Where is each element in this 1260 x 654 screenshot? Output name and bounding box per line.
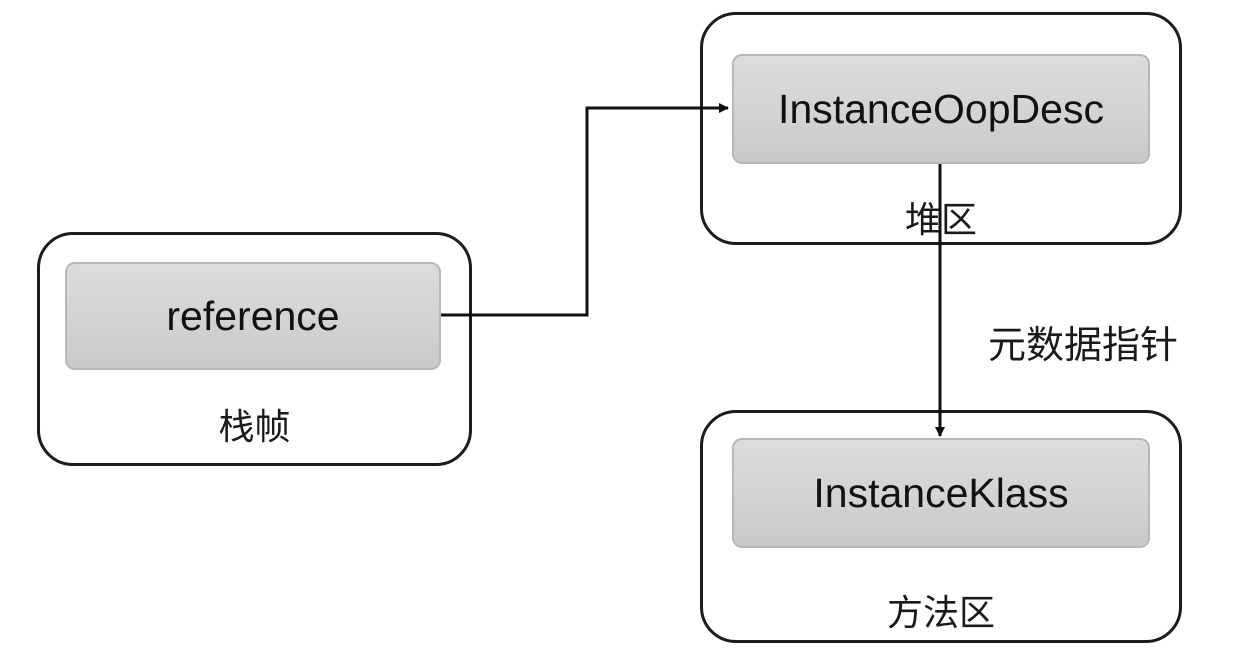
reference-to-oop-arrow: [441, 103, 729, 317]
heap-label: 堆区: [904, 200, 977, 241]
metadata-pointer-label: 元数据指针: [988, 323, 1179, 367]
reference-box: reference: [65, 262, 441, 370]
instance-klass-box: InstanceKlass: [732, 438, 1150, 548]
instance-oop-desc-box: InstanceOopDesc: [732, 54, 1150, 164]
stack-frame-label: 栈帧: [218, 407, 291, 448]
method-area-label: 方法区: [886, 593, 995, 634]
